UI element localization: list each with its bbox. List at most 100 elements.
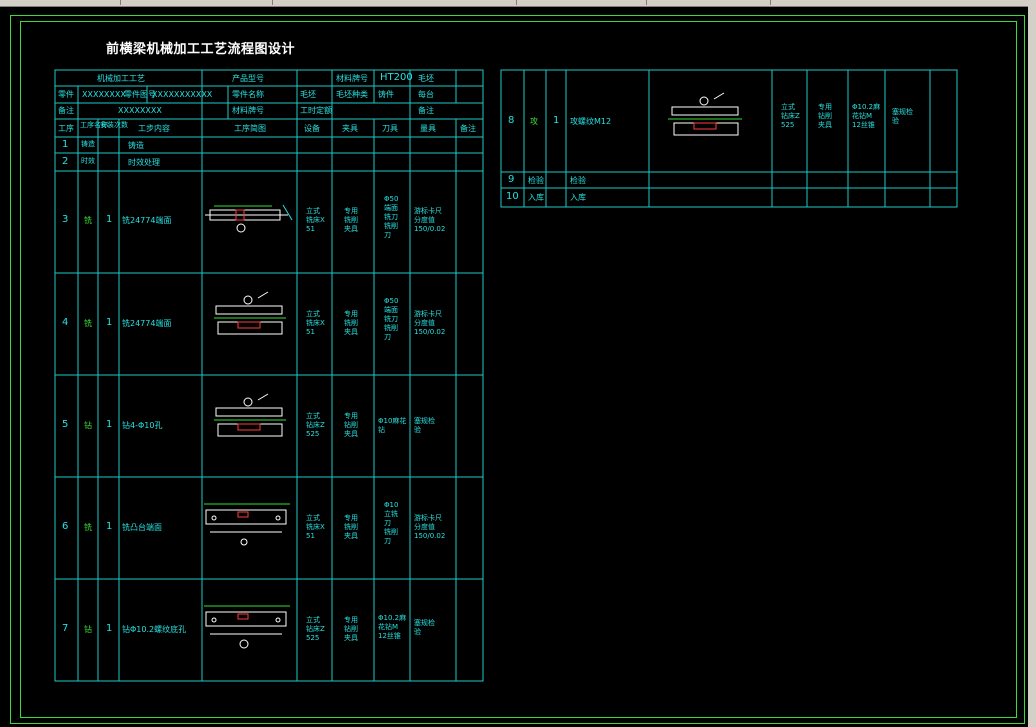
header-per-unit-label: 每台 [418, 90, 434, 99]
row3-op: 铣 [84, 216, 92, 225]
header-note-value: XXXXXXXX [118, 106, 162, 115]
row7-content: 钻Φ10.2螺纹底孔 [122, 625, 187, 634]
row8-no: 8 [508, 115, 515, 126]
col-head-sketch: 工序简图 [234, 124, 266, 133]
row9-no: 9 [508, 174, 515, 185]
row9-content: 检验 [570, 176, 586, 185]
row6-content: 铣凸台端面 [122, 523, 162, 532]
row5-fixture: 专用 钻削 夹具 [344, 412, 358, 438]
header-material2-label: 材料牌号 [232, 106, 264, 115]
row4-fixture: 专用 铣削 夹具 [344, 310, 358, 336]
sketch-op6 [204, 503, 290, 546]
row8-gauge: 塞规检 验 [892, 108, 913, 125]
vertical-scrollbar[interactable] [1028, 6, 1036, 727]
row5-tool: Φ10麻花 钻 [378, 417, 407, 434]
row6-tool: Φ10 立铣 刀 铣削 刀 [384, 501, 399, 545]
row1-op: 铸造 [81, 140, 95, 148]
toolbar-segment[interactable] [0, 0, 121, 5]
row4-op: 铣 [84, 319, 92, 328]
row8-equip: 立式 钻床Z 525 [781, 103, 800, 129]
row7-fixture: 专用 钻削 夹具 [344, 616, 358, 642]
row5-gauge: 塞规检 验 [414, 417, 435, 434]
app-toolbar-strip [0, 0, 1036, 7]
drawing-outer-border [10, 15, 1025, 724]
row4-qty: 1 [106, 317, 113, 328]
header-part-no-value: XXXXXXXXXXX [152, 90, 213, 99]
row3-gauge: 游标卡尺 分度值 150/0.02 [414, 207, 446, 233]
sketch-op7 [204, 605, 290, 649]
col-head-tool: 刀具 [382, 124, 398, 133]
header-blank2-label: 毛坯 [300, 90, 316, 99]
row1-content: 铸造 [128, 141, 144, 150]
row8-fixture: 专用 钻削 夹具 [818, 103, 832, 129]
row5-op: 钻 [84, 421, 92, 430]
col-head-process-name: 工序名称 [80, 121, 108, 129]
row1-no: 1 [62, 139, 69, 150]
sketch-op3 [205, 204, 293, 233]
col-head-setups: 安装次数 [100, 121, 128, 129]
header-material-value: HT200 [380, 72, 413, 83]
row7-op: 钻 [84, 625, 92, 634]
toolbar-segment[interactable] [520, 0, 647, 5]
row4-tool: Φ50 端面 铣刀 铣削 刀 [384, 297, 399, 341]
row9-op: 检验 [528, 176, 544, 185]
header-material-label: 材料牌号 [336, 74, 368, 83]
toolbar-segment[interactable] [124, 0, 273, 5]
row7-gauge: 塞规检 验 [414, 619, 435, 636]
row4-no: 4 [62, 317, 69, 328]
row4-gauge: 游标卡尺 分度值 150/0.02 [414, 310, 446, 336]
row2-no: 2 [62, 156, 69, 167]
row10-content: 入库 [570, 193, 586, 202]
row2-content: 时效处理 [128, 158, 160, 167]
row2-op: 时效 [81, 157, 95, 165]
sketch-op4 [214, 291, 286, 335]
row3-no: 3 [62, 214, 69, 225]
row3-qty: 1 [106, 214, 113, 225]
col-head-remark: 备注 [460, 124, 476, 133]
sketch-op8 [668, 92, 742, 136]
row3-tool: Φ50 端面 铣刀 铣削 刀 [384, 195, 399, 239]
header-remark-label: 备注 [418, 106, 434, 115]
row3-fixture: 专用 铣削 夹具 [344, 207, 358, 233]
toolbar-segment[interactable] [650, 0, 771, 5]
col-head-equipment: 设备 [304, 124, 320, 133]
header-blank-type-value: 铸件 [378, 90, 394, 99]
row5-no: 5 [62, 419, 69, 430]
drawing-inner-border [20, 21, 1017, 718]
header-part-value: XXXXXXXX [82, 90, 126, 99]
header-part-label: 零件 [58, 90, 74, 99]
header-product-model-label: 产品型号 [232, 74, 264, 83]
header-blank-label: 毛坯 [418, 74, 434, 83]
row5-equip: 立式 钻床Z 525 [306, 412, 325, 438]
row6-qty: 1 [106, 521, 113, 532]
row5-content: 钻4-Φ10孔 [122, 421, 163, 430]
drawing-title: 前横梁机械加工工艺流程图设计 [106, 42, 296, 57]
col-head-process: 工序 [58, 124, 74, 133]
row7-tool: Φ10.2麻 花钻M 12丝锥 [378, 614, 407, 640]
header-title: 机械加工工艺 [97, 74, 145, 83]
row10-op: 入库 [528, 193, 544, 202]
col-head-fixture: 夹具 [342, 124, 358, 133]
row6-equip: 立式 铣床X 51 [306, 514, 325, 540]
row7-no: 7 [62, 623, 69, 634]
row8-op: 攻 [530, 117, 538, 126]
row7-equip: 立式 钻床Z 525 [306, 616, 325, 642]
row4-equip: 立式 铣床X 51 [306, 310, 325, 336]
row3-content: 铣24774端面 [122, 216, 172, 225]
header-blank-type-label: 毛坯种类 [336, 90, 368, 99]
row8-tool: Φ10.2麻 花钻M 12丝锥 [852, 103, 881, 129]
header-time-quota-label: 工时定额 [300, 106, 332, 115]
col-head-gauge: 量具 [420, 124, 436, 133]
header-part-name-label: 零件名称 [232, 90, 264, 99]
toolbar-segment[interactable] [276, 0, 517, 5]
row8-qty: 1 [553, 115, 560, 126]
row6-op: 铣 [84, 523, 92, 532]
sketch-op5 [214, 393, 286, 437]
row6-gauge: 游标卡尺 分度值 150/0.02 [414, 514, 446, 540]
col-head-step: 工步内容 [138, 124, 170, 133]
row10-no: 10 [506, 191, 519, 202]
row6-no: 6 [62, 521, 69, 532]
row4-content: 铣24774端面 [122, 319, 172, 328]
row3-equip: 立式 铣床X 51 [306, 207, 325, 233]
